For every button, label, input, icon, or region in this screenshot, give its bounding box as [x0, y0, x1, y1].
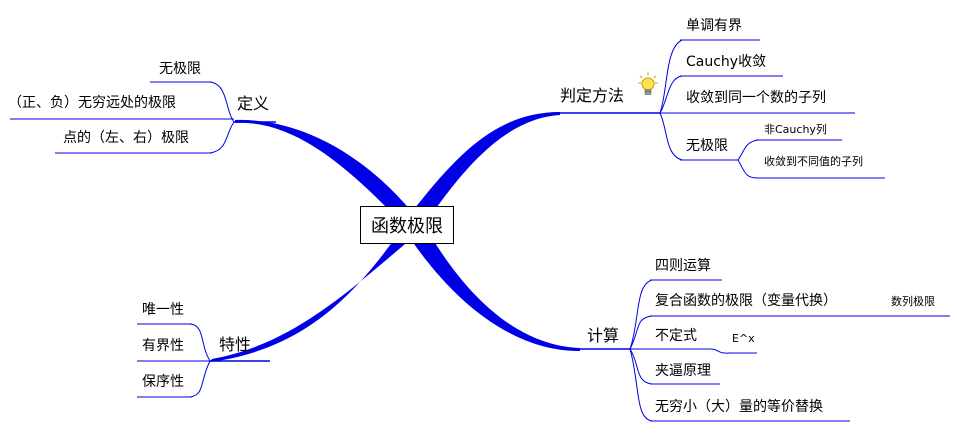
definition-item[interactable]: 点的（左、右）极限: [63, 130, 189, 146]
definition-item[interactable]: 无极限: [159, 61, 201, 77]
root-label: 函数极限: [371, 216, 443, 237]
criteria-no-limit[interactable]: 无极限: [686, 138, 728, 154]
definition-item[interactable]: （正、负）无穷远处的极限: [8, 95, 176, 111]
branch-properties-connector: [210, 238, 412, 362]
criteria-item[interactable]: Cauchy收敛: [686, 54, 767, 70]
calculation-item[interactable]: 夹逼原理: [655, 363, 711, 379]
lightbulb-icon: [638, 72, 658, 95]
no-limit-item[interactable]: 收敛到不同值的子列: [764, 155, 863, 168]
calculation-item[interactable]: 复合函数的极限（变量代换）: [655, 293, 837, 309]
criteria-item[interactable]: 单调有界: [686, 18, 742, 34]
branch-calculation-connector: [412, 238, 580, 352]
property-item[interactable]: 保序性: [142, 374, 184, 390]
calculation-subitem[interactable]: E^x: [732, 332, 755, 345]
branch-criteria-label[interactable]: 判定方法: [560, 86, 625, 105]
calculation-item[interactable]: 无穷小（大）量的等价替换: [655, 399, 823, 415]
branch-criteria-connector: [412, 112, 560, 214]
calculation-item[interactable]: 不定式: [655, 328, 697, 344]
branch-properties-label[interactable]: 特性: [219, 335, 252, 354]
calculation-item[interactable]: 四则运算: [655, 258, 711, 274]
branch-calculation-label[interactable]: 计算: [587, 326, 620, 345]
no-limit-item[interactable]: 非Cauchy列: [764, 123, 827, 136]
branch-definition-label[interactable]: 定义: [237, 94, 270, 113]
criteria-item[interactable]: 收敛到同一个数的子列: [686, 90, 826, 106]
root-node[interactable]: 函数极限: [360, 206, 454, 244]
branch-definition-connector: [235, 119, 412, 214]
property-item[interactable]: 唯一性: [142, 302, 184, 318]
property-item[interactable]: 有界性: [142, 338, 184, 354]
calculation-subitem[interactable]: 数列极限: [891, 295, 935, 308]
